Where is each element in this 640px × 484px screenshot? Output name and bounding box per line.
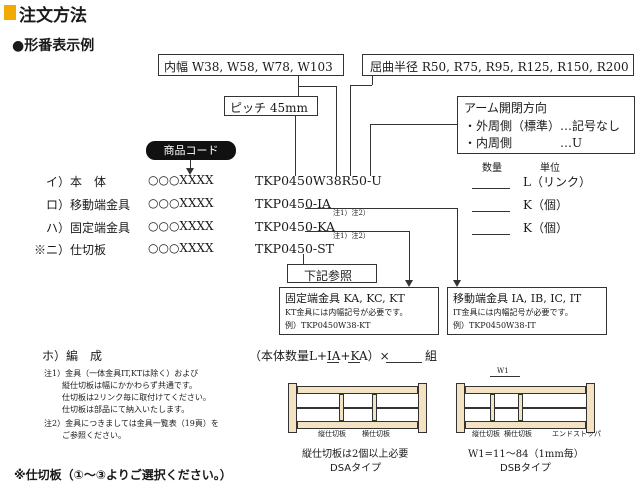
dsb-left-post <box>456 383 465 433</box>
dsa-label-b: 横仕切板 <box>362 430 390 438</box>
dsa-label-a: 縦仕切板 <box>318 430 346 438</box>
row-code-fixed: ○○○XXXX <box>148 219 214 233</box>
qty-blank-body <box>472 188 510 189</box>
width-callout: 内幅 W38, W58, W78, W103 <box>158 54 344 76</box>
partition-connector <box>303 254 304 264</box>
dsb-divider-b <box>518 394 523 421</box>
fixed-connector-v <box>409 231 410 282</box>
product-code-line <box>190 160 191 170</box>
composition-note-2: 縦仕切板は幅にかかわらず共通です。 <box>62 381 198 390</box>
row-note-moving: 注1）注2） <box>333 209 370 217</box>
row-code-partition: ○○○XXXX <box>148 241 214 255</box>
qty-header: 数量 <box>482 163 502 174</box>
see-below-box: 下記参照 <box>287 264 377 283</box>
composition-note-5: 注2）金具につきましては金具一覧表（19頁）を <box>44 419 219 428</box>
dsa-left-post <box>288 383 297 433</box>
dsa-bottom-beam <box>297 421 418 429</box>
header-accent <box>4 5 16 20</box>
composition-blank-2 <box>348 362 360 363</box>
fixed-end-box: 固定端金具 KA, KC, KT KT金具には内幅記号が必要です。 例）TKP0… <box>279 287 439 335</box>
dsb-bottom-beam <box>465 421 586 429</box>
unit-header: 単位 <box>540 163 560 174</box>
row-note-fixed: 注1）注2） <box>333 232 370 240</box>
dsa-divider-a <box>339 394 344 421</box>
radius-connector-up <box>372 76 373 85</box>
row-code-moving: ○○○XXXX <box>148 196 214 210</box>
radius-connector-h <box>350 85 372 86</box>
page-title: 注文方法 <box>19 6 87 26</box>
composition-note-3: 仕切板は2リンク毎に取付けてください。 <box>62 393 211 402</box>
dsb-rail <box>465 407 586 409</box>
moving-connector-h <box>305 208 457 209</box>
dsb-label-w1: W1 <box>497 367 509 375</box>
dsa-caption-2: DSAタイプ <box>330 463 382 474</box>
moving-end-box: 移動端金具 IA, IB, IC, IT IT金具には内幅記号が必要です。 例）… <box>447 287 607 335</box>
row-model-body: TKP0450W38R50-U <box>255 173 382 188</box>
dsa-rail <box>297 407 418 409</box>
composition-blank-3 <box>386 362 422 363</box>
arm-connector-v <box>370 124 371 176</box>
pitch-connector <box>295 116 296 176</box>
dsa-diagram <box>284 381 432 441</box>
section-title: ●形番表示例 <box>12 38 95 54</box>
product-code-badge: 商品コード <box>146 141 236 160</box>
radius-callout: 屈曲半径 R50, R75, R95, R125, R150, R200 <box>362 54 634 76</box>
row-label-partition: ※ニ）仕切板 <box>34 243 107 257</box>
qty-blank-fixed <box>472 234 510 235</box>
row-model-moving: TKP0450-IA <box>255 196 332 211</box>
dsb-caption-1: W1=11～84（1mm毎） <box>468 449 584 460</box>
composition-label: ホ）編 成 <box>42 349 103 363</box>
row-code-body: ○○○XXXX <box>148 173 214 187</box>
width-connector-v <box>336 86 337 176</box>
row-label-body: イ）本 体 <box>46 175 107 189</box>
composition-note-4: 仕切板は部品にて納入いたします。 <box>62 405 190 414</box>
row-label-moving: ロ）移動端金具 <box>46 198 131 212</box>
dsb-caption-2: DSBタイプ <box>500 463 551 474</box>
row-unit-body: L（リンク） <box>523 175 591 189</box>
radius-connector-v <box>350 85 351 176</box>
dsa-top-beam <box>297 386 418 394</box>
row-model-partition: TKP0450-ST <box>255 241 335 256</box>
row-unit-moving: K（個） <box>523 198 568 212</box>
width-connector-h <box>298 86 336 87</box>
dsb-w1-dim <box>490 376 520 377</box>
composition-blank-1 <box>327 362 339 363</box>
qty-blank-moving <box>472 211 510 212</box>
dsa-divider-b <box>372 394 377 421</box>
dsb-label-b: 横仕切板 <box>504 430 532 438</box>
dsb-right-post <box>586 383 595 433</box>
dsb-top-beam <box>465 386 586 394</box>
dsb-label-c: エンドストッパ <box>552 430 601 438</box>
moving-connector-v <box>457 208 458 282</box>
footer-note: ※仕切板（①～③よりご選択ください。） <box>14 468 232 482</box>
composition-formula: （本体数量L+IA+KA）× <box>249 349 390 363</box>
composition-note-1: 注1）金具（一体金具IT,KTは除く）および <box>44 369 199 378</box>
moving-arrow <box>453 280 461 287</box>
dsb-label-a: 縦仕切板 <box>472 430 500 438</box>
fixed-connector-h <box>305 231 409 232</box>
dsa-right-post <box>418 383 427 433</box>
dsb-diagram <box>452 381 600 441</box>
arm-direction-callout: アーム開閉方向 ・外周側（標準）…記号なし ・内周側 …U <box>457 96 635 154</box>
row-model-fixed: TKP0450-KA <box>255 219 335 234</box>
dsb-divider-a <box>490 394 495 421</box>
dsa-caption-1: 縦仕切板は2個以上必要 <box>302 449 409 460</box>
composition-note-6: ご参照ください。 <box>62 431 126 440</box>
composition-unit: 組 <box>425 349 438 363</box>
pitch-callout: ピッチ 45mm <box>224 96 318 116</box>
arm-connector-h <box>370 124 457 125</box>
product-code-arrow <box>186 168 194 175</box>
row-label-fixed: ハ）固定端金具 <box>46 221 131 235</box>
fixed-arrow <box>405 280 413 287</box>
row-unit-fixed: K（個） <box>523 221 568 235</box>
